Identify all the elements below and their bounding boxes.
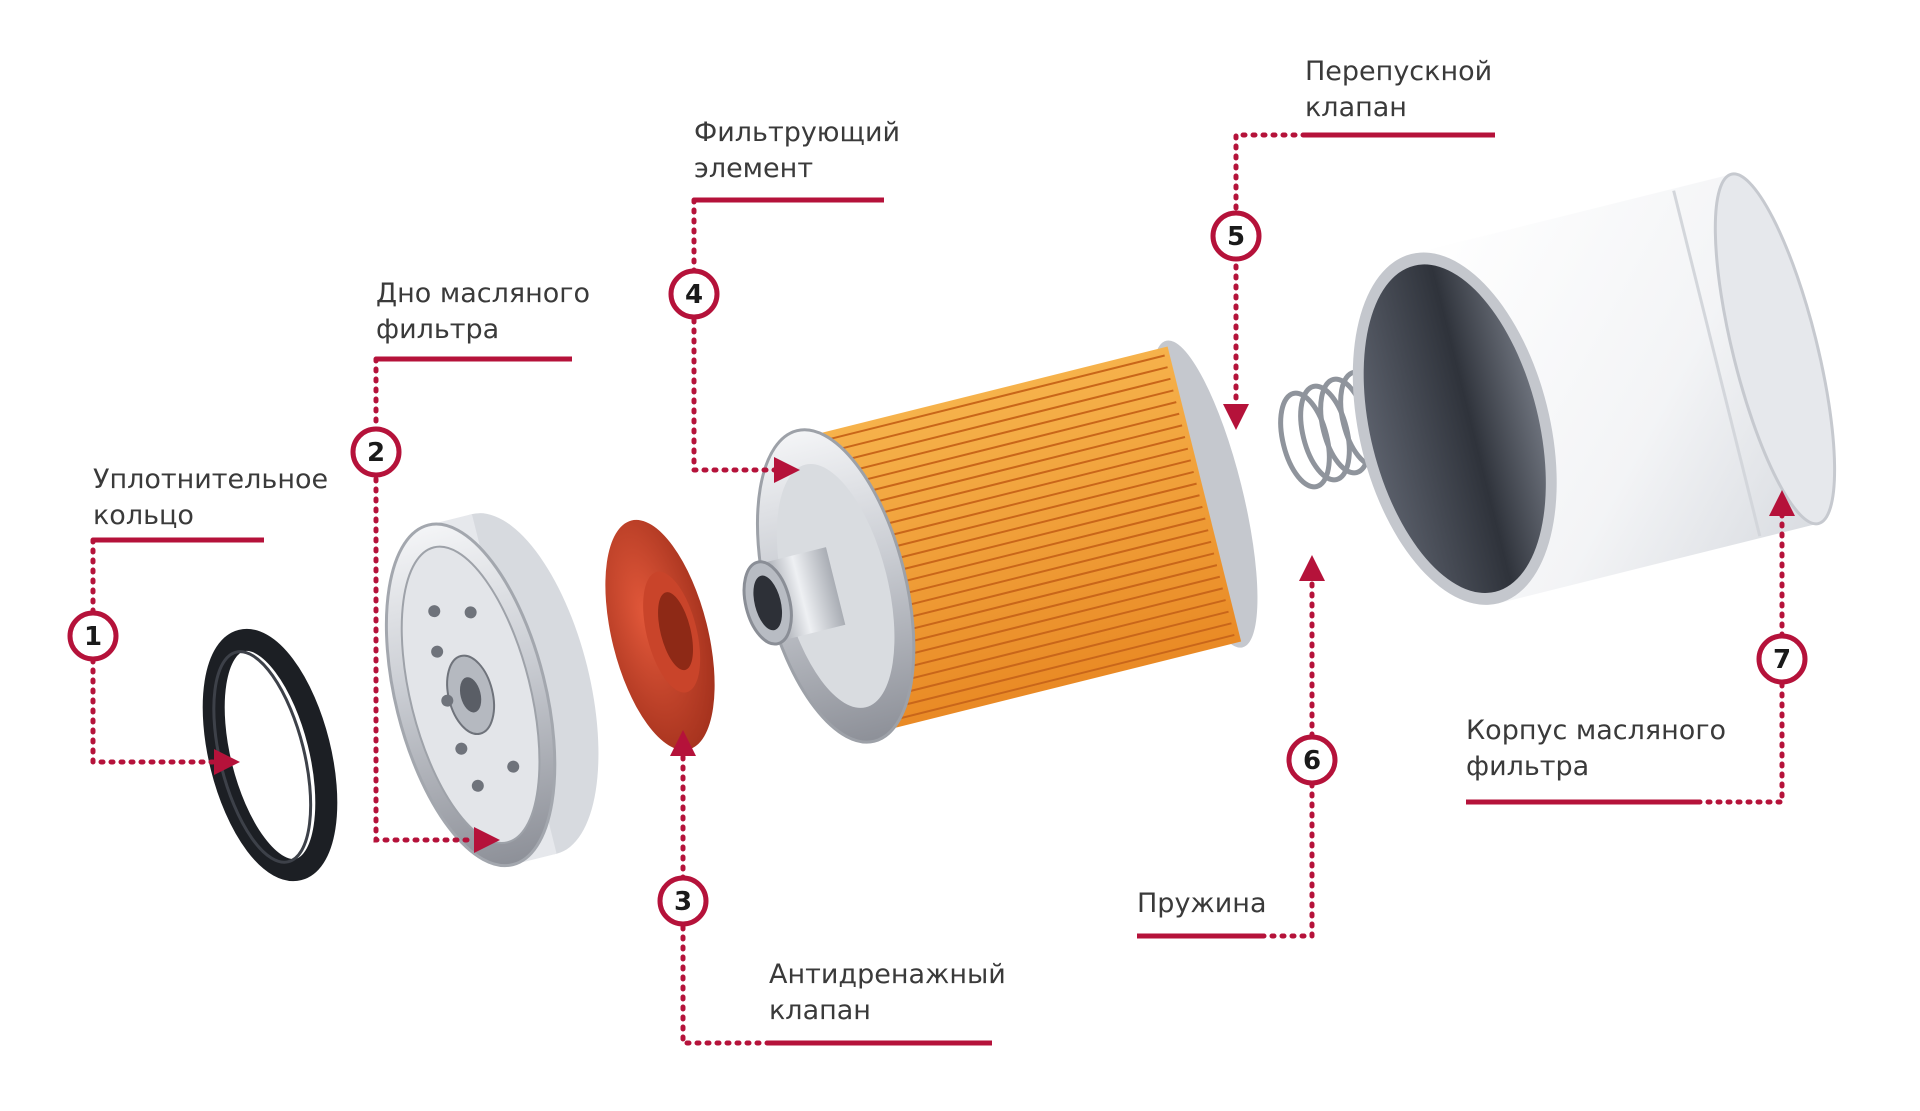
marker-7: 7 [1756,633,1808,685]
filter-pleat [874,610,1229,701]
filter-pleat [830,436,1186,527]
label-bypass-valve: Перепускной клапан [1305,54,1492,126]
filter-pleat [856,540,1212,632]
label-filter-housing-line2: фильтра [1466,751,1590,782]
label-sealing-ring-line1: Уплотнительное [93,464,329,495]
label-filter-housing: Корпус масляного фильтра [1466,713,1726,785]
filter-pleat [824,412,1180,504]
filter-pleat [871,599,1226,690]
callout-markers: 1 2 3 4 5 6 7 [67,210,1808,927]
svg-text:1: 1 [84,622,102,652]
marker-5: 5 [1210,210,1262,262]
label-filter-housing-line1: Корпус масляного [1466,715,1727,746]
svg-text:5: 5 [1227,222,1245,252]
label-filter-bottom-line1: Дно масляного [376,278,590,309]
svg-text:2: 2 [367,438,385,468]
filter-pleat [839,470,1194,562]
marker-1: 1 [67,610,119,662]
label-filter-element-line2: элемент [694,153,814,184]
marker-6: 6 [1286,734,1338,786]
label-bypass-valve-line2: клапан [1305,92,1407,123]
filter-pleat [853,529,1209,620]
anti-drain-valve-illustration [605,519,715,751]
filter-pleat [816,377,1171,469]
svg-text:6: 6 [1303,746,1321,776]
label-sealing-ring-line2: кольцо [93,500,194,531]
filter-pleat [850,517,1206,608]
label-anti-drain-valve: Антидренажный клапан [769,957,1006,1029]
filter-bottom-illustration [384,513,599,868]
filter-pleat [813,366,1168,457]
filter-pleat [833,447,1189,538]
filter-pleat [868,587,1223,678]
filter-pleat [862,564,1218,655]
filter-pleat [810,354,1165,445]
label-filter-bottom: Дно масляного фильтра [376,276,590,348]
svg-text:4: 4 [685,280,703,310]
label-filter-element-line1: Фильтрующий [694,117,901,148]
filter-pleat [836,459,1192,550]
filter-pleat [865,575,1221,667]
marker-3: 3 [657,875,709,927]
svg-text:3: 3 [674,887,692,917]
filter-pleat [827,424,1183,515]
filter-pleat [859,552,1215,643]
label-spring: Пружина [1137,886,1267,922]
label-sealing-ring: Уплотнительное кольцо [93,462,328,534]
filter-housing-illustration [1352,172,1837,605]
svg-text:7: 7 [1773,645,1791,675]
marker-2: 2 [350,426,402,478]
label-anti-drain-valve-line2: клапан [769,995,871,1026]
filter-pleat [818,389,1174,480]
label-filter-element: Фильтрующий элемент [694,115,900,187]
filter-pleat [821,401,1177,492]
label-spring-line1: Пружина [1137,888,1267,919]
filter-element-illustration [742,340,1258,744]
filter-pleat [879,633,1235,725]
label-filter-bottom-line2: фильтра [376,314,500,345]
filter-pleat [877,622,1232,713]
label-anti-drain-valve-line1: Антидренажный [769,959,1006,990]
label-bypass-valve-line1: Перепускной [1305,56,1493,87]
marker-4: 4 [668,268,720,320]
